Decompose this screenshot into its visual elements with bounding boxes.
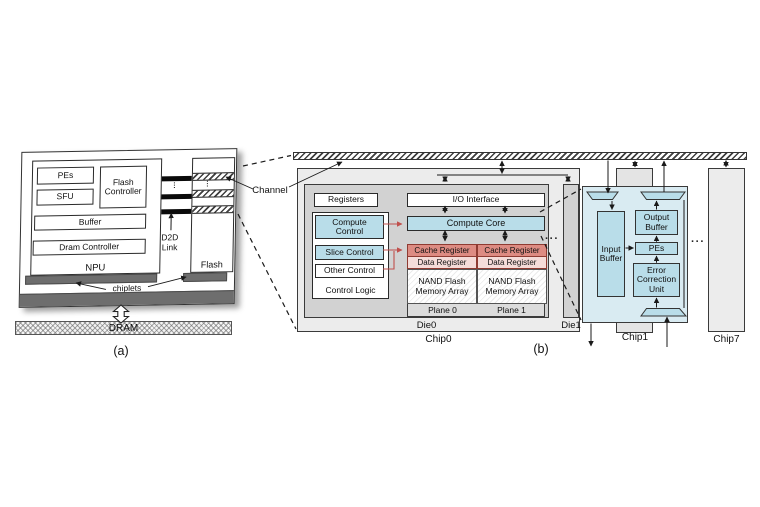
plane1-data-register: Data Register [477,257,547,269]
slice-control-label: Slice Control [325,246,374,257]
chip1-package-top [616,168,653,188]
die0-label: Die0 [416,320,437,331]
data-register-label: Data Register [487,257,537,267]
flash-channel-band [192,189,234,198]
pes-block: PEs [36,166,95,185]
die0: Registers I/O Interface Control Logic Co… [304,184,549,318]
pes-label: PEs [57,169,74,180]
plane1-label: Plane 1 [497,305,526,315]
panel-b-caption: (b) [533,342,549,356]
chip1-pes-label: PEs [648,242,665,253]
other-control-label: Other Control [323,265,376,276]
chiplet-package: NPU PEs Flash Controller SFU Buffer Dram… [18,148,238,308]
panel-a: NPU PEs Flash Controller SFU Buffer Dram… [0,0,260,380]
nand-array-label: NAND Flash Memory Array [415,276,469,296]
compute-control-label: Compute Control [332,216,367,236]
flash-substrate-bar [183,272,228,283]
cache-register-label: Cache Register [414,245,470,255]
flash-channel-band [192,205,234,214]
buffer-block: Buffer [33,213,147,231]
flash-controller-label: Flash Controller [104,176,142,197]
output-buffer-block: Output Buffer [635,210,678,235]
chip0-label: Chip0 [425,334,452,345]
registers-block: Registers [314,193,378,207]
flash-label: Flash [200,258,223,270]
io-interface-block: I/O Interface [407,193,545,207]
control-logic-label: Control Logic [325,284,376,295]
buffer-label: Buffer [78,216,102,227]
other-control-block: Other Control [315,264,384,278]
panel-a-caption: (a) [113,344,129,358]
plane0-nand-array: NAND Flash Memory Array [407,269,477,304]
plane1-nand-array: NAND Flash Memory Array [477,269,547,304]
chip7-label: Chip7 [713,334,740,345]
d2d-link-label: D2D Link [161,232,179,252]
error-correction-unit-block: Error Correction Unit [633,263,680,297]
die1-label: Die1 [561,320,581,331]
planes-block: Cache Register Data Register NAND Flash … [407,244,547,317]
compute-core-label: Compute Core [446,217,506,228]
input-buffer-label: Input Buffer [599,243,623,263]
dram-controller-block: Dram Controller [32,238,146,256]
data-register-label: Data Register [417,257,467,267]
channel-bar [293,152,747,160]
plane0-cache-register: Cache Register [407,244,477,257]
planes-ellipsis: ··· [545,233,559,245]
nand-array-label: NAND Flash Memory Array [485,276,539,296]
flash-channel-band [192,172,234,181]
sfu-block: SFU [36,188,94,206]
channel-label: Channel [252,185,288,196]
slice-control-block: Slice Control [315,245,384,260]
plane1-cache-register: Cache Register [477,244,547,257]
d2d-link-bar [161,193,192,200]
sfu-label: SFU [56,191,74,202]
chips-ellipsis: ··· [691,236,705,248]
chip1-pes-block: PEs [635,242,678,255]
compute-core-block: Compute Core [407,216,545,231]
npu-label: NPU [85,261,106,274]
dram-label: DRAM [108,323,139,334]
chip7-package [708,168,745,332]
error-correction-unit-label: Error Correction Unit [636,264,677,294]
output-buffer-label: Output Buffer [643,212,670,232]
chip0-package: Registers I/O Interface Control Logic Co… [297,168,581,332]
chip1-label: Chip1 [621,332,649,343]
registers-label: Registers [328,194,364,205]
dram-controller-label: Dram Controller [59,240,120,252]
die1 [563,184,579,318]
input-buffer-block: Input Buffer [597,211,625,297]
interposer-bar [19,290,234,307]
flash-controller-block: Flash Controller [99,165,148,209]
dram-bar [15,321,232,335]
d2d-link-bar [161,208,192,215]
io-interface-label: I/O Interface [452,194,500,205]
compute-control-block: Compute Control [315,215,384,239]
cache-register-label: Cache Register [484,245,540,255]
vertical-dots: ··· [168,181,180,189]
plane0-data-register: Data Register [407,257,477,269]
vertical-dots: ··· [201,179,213,187]
plane0-label: Plane 0 [428,305,457,315]
